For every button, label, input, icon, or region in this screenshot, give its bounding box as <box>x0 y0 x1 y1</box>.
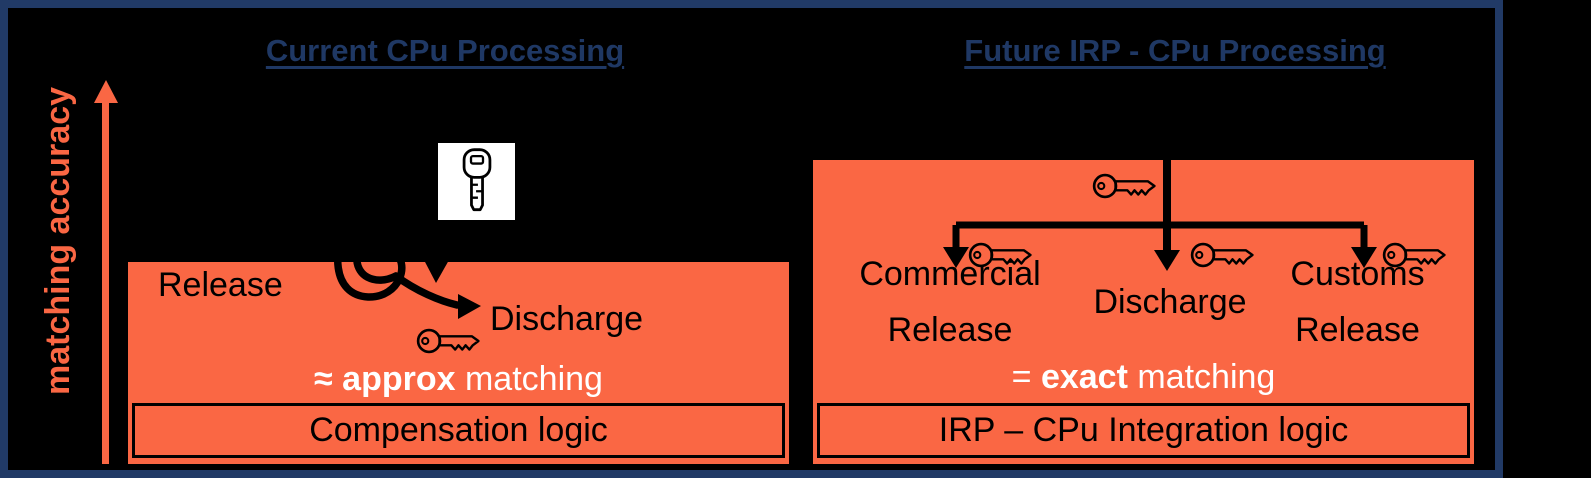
exact-rest: matching <box>1137 358 1276 396</box>
tangled-arrows-icon <box>333 206 481 319</box>
exact-matching-text: = exact matching <box>813 358 1474 397</box>
approx-bold-word: approx <box>342 360 456 398</box>
key-image-box <box>438 143 515 220</box>
approx-rest: matching <box>464 360 603 398</box>
left-panel-title: Current CPu Processing <box>265 33 625 68</box>
axis-line <box>102 100 109 464</box>
key-icon <box>416 328 480 354</box>
exact-bold-word: exact <box>1040 358 1128 396</box>
release-label: Release <box>158 266 283 304</box>
commercial-release-label: Commercial Release <box>859 255 1041 349</box>
approx-matching-text: ≈ approx matching <box>128 360 789 399</box>
key-icon <box>1190 242 1254 268</box>
key-icon <box>1092 173 1156 199</box>
discharge-label: Discharge <box>490 300 644 338</box>
up-arrow-icon <box>94 80 118 103</box>
key-icon <box>462 147 491 211</box>
frame-border <box>0 0 1503 478</box>
key-icon <box>968 242 1032 268</box>
axis-label: matching accuracy <box>39 86 77 396</box>
approx-sign: ≈ <box>314 360 333 398</box>
key-icon <box>1382 242 1446 268</box>
compensation-logic-box: Compensation logic <box>132 403 785 458</box>
exact-sign: = <box>1011 358 1032 396</box>
irp-integration-logic-box: IRP – CPu Integration logic <box>817 403 1470 458</box>
branch-arrows-icon <box>943 148 1377 271</box>
customs-release-label: Customs Release <box>1290 255 1425 349</box>
discharge-branch-label: Discharge <box>1093 283 1247 321</box>
right-panel-title: Future IRP - CPu Processing <box>964 33 1386 68</box>
